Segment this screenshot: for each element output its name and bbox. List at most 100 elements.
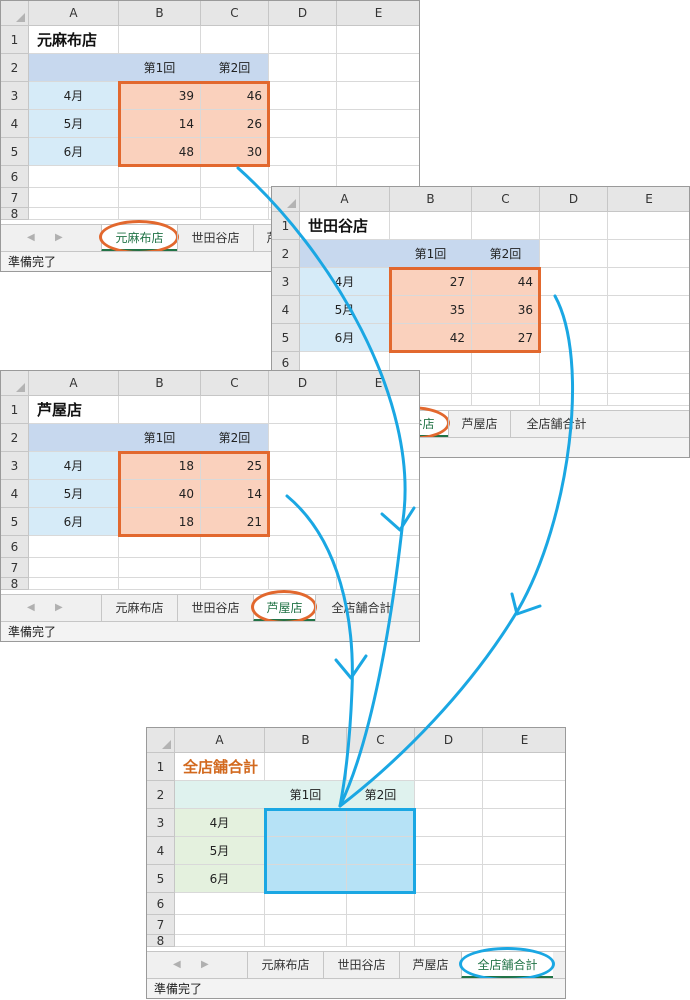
cell-b8[interactable]	[265, 935, 347, 947]
cell-c7[interactable]	[201, 558, 269, 578]
cell-d5[interactable]	[540, 324, 608, 352]
row-header-4[interactable]: 4	[1, 480, 29, 508]
value-cell[interactable]: 27	[390, 268, 472, 296]
column-header-e[interactable]: E	[608, 187, 689, 212]
cell-b7[interactable]	[265, 915, 347, 935]
cell-c7[interactable]	[201, 188, 269, 208]
value-cell[interactable]: 21	[201, 508, 269, 536]
cell-c1[interactable]	[201, 396, 269, 424]
cell-e8[interactable]	[483, 935, 565, 947]
value-cell[interactable]: 40	[119, 480, 201, 508]
cell-d5[interactable]	[269, 138, 337, 166]
cell-c1[interactable]	[472, 212, 540, 240]
column-header-a[interactable]: A	[175, 728, 265, 753]
column-header-d[interactable]: D	[540, 187, 608, 212]
row-header-7[interactable]: 7	[1, 188, 29, 208]
value-cell[interactable]: 35	[390, 296, 472, 324]
cell-d6[interactable]	[269, 166, 337, 188]
sheet-tab-1[interactable]: 元麻布店	[101, 225, 177, 252]
value-cell[interactable]	[347, 837, 415, 865]
cell-b6[interactable]	[119, 166, 201, 188]
cell-d6[interactable]	[540, 352, 608, 374]
value-cell[interactable]	[265, 865, 347, 893]
value-cell[interactable]	[265, 837, 347, 865]
value-cell[interactable]: 46	[201, 82, 269, 110]
value-cell[interactable]: 14	[119, 110, 201, 138]
column-header-c[interactable]: C	[472, 187, 540, 212]
month-label[interactable]: 6月	[29, 508, 119, 536]
column-header-c[interactable]: C	[201, 1, 269, 26]
month-label[interactable]: 4月	[300, 268, 390, 296]
row-header-3[interactable]: 3	[1, 82, 29, 110]
cell-e2[interactable]	[483, 781, 565, 809]
value-cell[interactable]	[265, 809, 347, 837]
cell-d3[interactable]	[269, 82, 337, 110]
column-header-e[interactable]: E	[483, 728, 565, 753]
cell-e8[interactable]	[337, 578, 419, 590]
cell-a2[interactable]	[300, 240, 390, 268]
cell-e5[interactable]	[608, 324, 689, 352]
cell-c8[interactable]	[201, 208, 269, 220]
row-header-1[interactable]: 1	[272, 212, 300, 240]
select-all-corner[interactable]	[1, 1, 29, 26]
cell-d4[interactable]	[269, 480, 337, 508]
row-header-7[interactable]: 7	[1, 558, 29, 578]
cell-e7[interactable]	[608, 374, 689, 394]
row-header-8[interactable]: 8	[1, 578, 29, 590]
cell-c8[interactable]	[201, 578, 269, 590]
cell-a7[interactable]	[175, 915, 265, 935]
cell-e4[interactable]	[608, 296, 689, 324]
row-header-6[interactable]: 6	[1, 166, 29, 188]
sheet-title[interactable]: 元麻布店	[29, 26, 119, 54]
row-header-5[interactable]: 5	[1, 508, 29, 536]
tab-scroll-right-icon[interactable]: ▶	[201, 959, 209, 970]
column-header-d[interactable]: D	[269, 1, 337, 26]
sheet-tab-2[interactable]: 世田谷店	[323, 952, 399, 979]
tab-scroll-right-icon[interactable]: ▶	[55, 602, 63, 613]
cell-d8[interactable]	[415, 935, 483, 947]
value-cell[interactable]: 27	[472, 324, 540, 352]
month-label[interactable]: 4月	[29, 452, 119, 480]
col-label-1[interactable]: 第1回	[390, 240, 472, 268]
cell-d7[interactable]	[415, 915, 483, 935]
cell-d3[interactable]	[269, 452, 337, 480]
month-label[interactable]: 4月	[29, 82, 119, 110]
month-label[interactable]: 5月	[29, 110, 119, 138]
value-cell[interactable]: 42	[390, 324, 472, 352]
cell-d3[interactable]	[540, 268, 608, 296]
sheet-title[interactable]: 芦屋店	[29, 396, 119, 424]
row-header-2[interactable]: 2	[1, 424, 29, 452]
col-label-2[interactable]: 第2回	[347, 781, 415, 809]
cell-d6[interactable]	[269, 536, 337, 558]
sheet-tab-4[interactable]: 全店舗合計	[461, 952, 553, 979]
cell-b1[interactable]	[390, 212, 472, 240]
cell-e2[interactable]	[337, 54, 419, 82]
cell-c6[interactable]	[201, 166, 269, 188]
cell-e6[interactable]	[608, 352, 689, 374]
value-cell[interactable]: 48	[119, 138, 201, 166]
cell-c6[interactable]	[472, 352, 540, 374]
cell-b7[interactable]	[119, 558, 201, 578]
cell-e1[interactable]	[337, 396, 419, 424]
cell-d1[interactable]	[540, 212, 608, 240]
value-cell[interactable]: 39	[119, 82, 201, 110]
cell-c8[interactable]	[472, 394, 540, 406]
cell-e3[interactable]	[483, 809, 565, 837]
row-header-8[interactable]: 8	[147, 935, 175, 947]
value-cell[interactable]: 26	[201, 110, 269, 138]
cell-d2[interactable]	[269, 424, 337, 452]
column-header-d[interactable]: D	[415, 728, 483, 753]
row-header-5[interactable]: 5	[272, 324, 300, 352]
cell-d2[interactable]	[269, 54, 337, 82]
cell-c1[interactable]	[347, 753, 415, 781]
sheet-title[interactable]: 世田谷店	[300, 212, 390, 240]
cell-e3[interactable]	[337, 82, 419, 110]
cell-a2[interactable]	[29, 424, 119, 452]
cell-e3[interactable]	[608, 268, 689, 296]
cell-e5[interactable]	[337, 138, 419, 166]
cell-b1[interactable]	[119, 26, 201, 54]
cell-a7[interactable]	[29, 558, 119, 578]
cell-d8[interactable]	[269, 578, 337, 590]
sheet-tab-2[interactable]: 世田谷店	[177, 595, 253, 622]
row-header-2[interactable]: 2	[1, 54, 29, 82]
